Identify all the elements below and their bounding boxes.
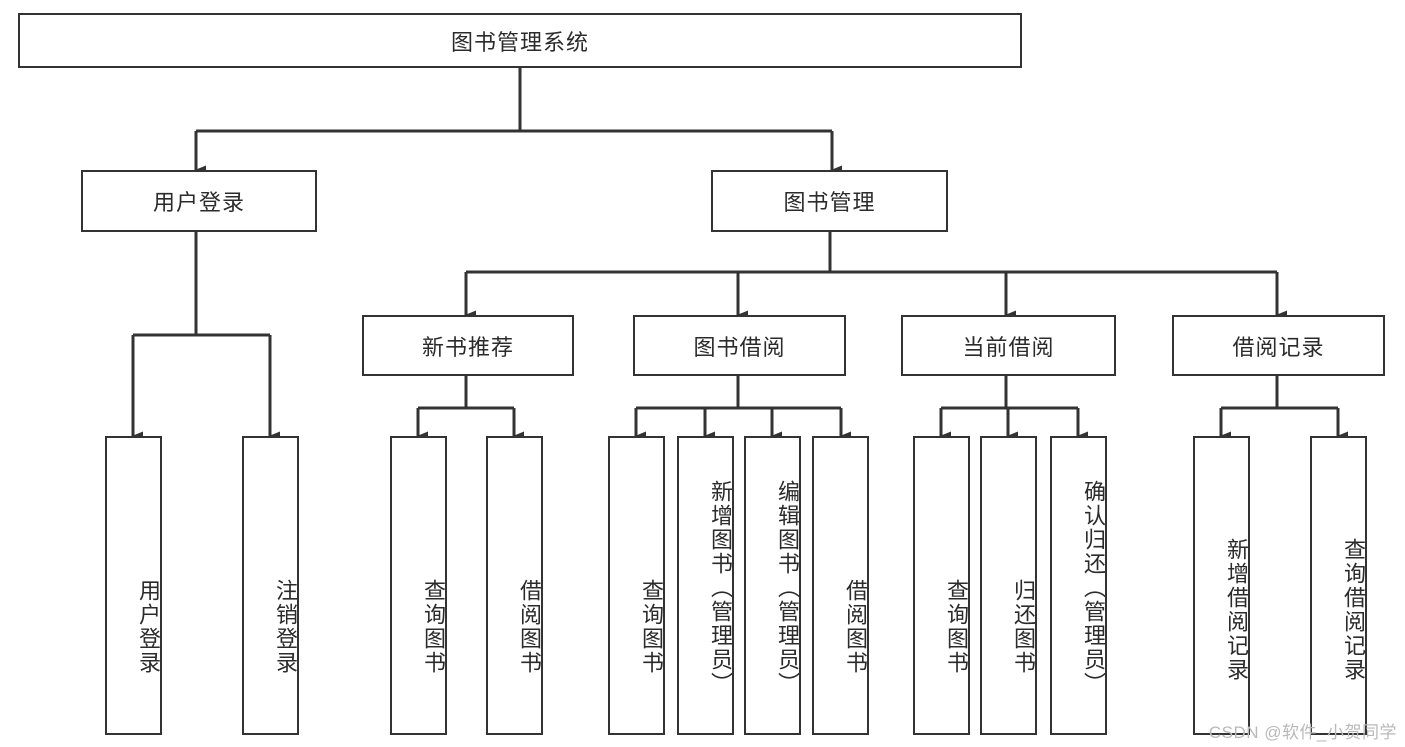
leaf-label: 新增借阅记录 [1224, 537, 1249, 682]
node-new-book[interactable]: 新书推荐 [362, 315, 574, 376]
leaf-book-borrow-add[interactable]: 新增图书（管理员） [677, 436, 734, 735]
node-current-borrow[interactable]: 当前借阅 [901, 315, 1116, 376]
leaf-current-borrow-return[interactable]: 归还图书 [980, 436, 1037, 735]
node-root-label: 图书管理系统 [450, 29, 589, 55]
leaf-label: 查询图书 [944, 578, 969, 675]
leaf-label: 新增图书（管理员） [708, 479, 733, 696]
leaf-borrow-record-query[interactable]: 查询借阅记录 [1310, 436, 1367, 735]
leaf-book-borrow-query[interactable]: 查询图书 [608, 436, 665, 735]
node-book-borrow-label: 图书借阅 [693, 334, 786, 360]
node-borrow-record-label: 借阅记录 [1232, 334, 1325, 360]
node-book-manage-label: 图书管理 [783, 190, 876, 215]
leaf-label: 用户登录 [136, 578, 161, 675]
node-book-borrow[interactable]: 图书借阅 [633, 315, 846, 376]
leaf-new-book-query[interactable]: 查询图书 [390, 436, 447, 735]
leaf-label: 借阅图书 [843, 578, 868, 675]
leaf-new-book-borrow[interactable]: 借阅图书 [486, 436, 543, 735]
leaf-current-borrow-confirm[interactable]: 确认归还（管理员） [1050, 436, 1107, 735]
leaf-user-login-logout[interactable]: 注销登录 [242, 436, 299, 735]
node-new-book-label: 新书推荐 [421, 334, 514, 360]
leaf-user-login-login[interactable]: 用户登录 [105, 436, 162, 735]
leaf-label: 编辑图书（管理员） [775, 479, 800, 696]
node-user-login-label: 用户登录 [152, 190, 245, 215]
leaf-label: 查询图书 [421, 578, 446, 675]
leaf-label: 查询图书 [639, 578, 664, 675]
leaf-borrow-record-add[interactable]: 新增借阅记录 [1193, 436, 1250, 735]
leaf-label: 归还图书 [1011, 578, 1036, 675]
leaf-label: 注销登录 [273, 578, 298, 675]
node-user-login[interactable]: 用户登录 [81, 170, 317, 232]
leaf-label: 查询借阅记录 [1341, 537, 1366, 682]
leaf-current-borrow-query[interactable]: 查询图书 [913, 436, 970, 735]
node-current-borrow-label: 当前借阅 [962, 334, 1055, 360]
leaf-book-borrow-borrow[interactable]: 借阅图书 [812, 436, 869, 735]
node-root[interactable]: 图书管理系统 [18, 13, 1022, 68]
node-borrow-record[interactable]: 借阅记录 [1172, 315, 1385, 376]
leaf-label: 借阅图书 [517, 578, 542, 675]
leaf-book-borrow-edit[interactable]: 编辑图书（管理员） [744, 436, 801, 735]
leaf-label: 确认归还（管理员） [1081, 479, 1106, 696]
node-book-manage[interactable]: 图书管理 [711, 170, 948, 232]
